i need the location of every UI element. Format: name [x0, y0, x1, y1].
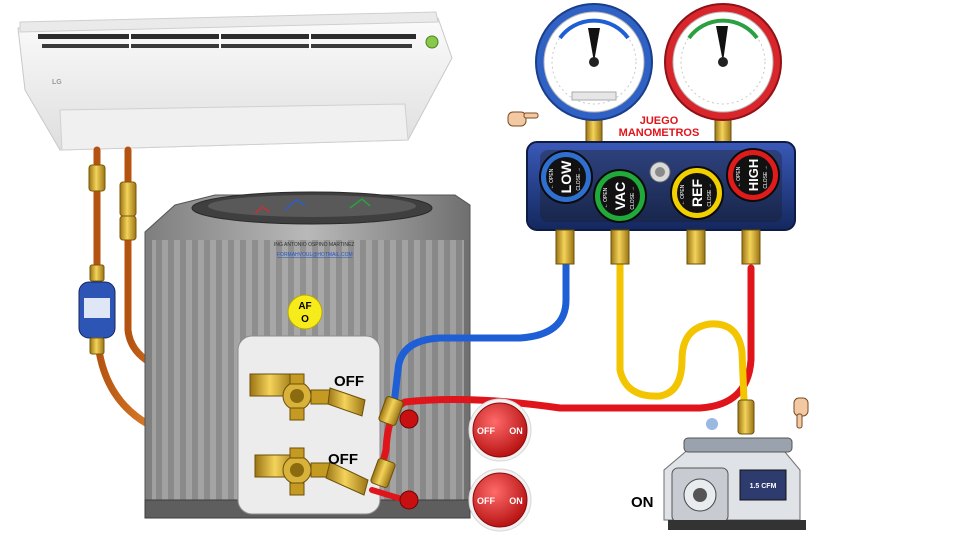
service-valve-top[interactable] — [249, 373, 366, 421]
hose-yellow — [616, 258, 748, 404]
vacuum-pump: 1.5 CFM — [663, 399, 806, 530]
knob-close-label: CLOSE → — [630, 186, 636, 209]
credit-name: ING ANTONIO OSPINO MARTINEZ — [274, 242, 354, 248]
af-badge — [287, 294, 323, 330]
knob-face — [733, 155, 773, 195]
indoor-vent-bottom — [42, 44, 412, 48]
knob-close-label: CLOSE → — [763, 165, 769, 188]
switch-1-on-label: ON — [509, 426, 523, 436]
indoor-brand-logo: LG — [52, 79, 62, 86]
knob-vac[interactable]: VAC← OPEN CLOSE → — [593, 169, 647, 223]
indoor-power-led-icon — [425, 35, 439, 49]
knob-ref[interactable]: REF← OPEN CLOSE → — [670, 166, 724, 220]
valve-bottom-stem-icon — [290, 463, 304, 477]
knob-close-label: CLOSE → — [576, 167, 582, 190]
knob-open-label: ← OPEN — [603, 187, 609, 208]
switch-1-off-label: OFF — [477, 426, 495, 436]
knob-open-label: ← OPEN — [680, 184, 686, 205]
knob-open-label: ← OPEN — [549, 168, 555, 189]
pump-state-label: ON — [631, 494, 654, 511]
switch-2-on-label: ON — [509, 496, 523, 506]
hose-blue — [390, 261, 570, 408]
knob-close-label: CLOSE → — [707, 183, 713, 206]
valve-top-state: OFF — [334, 373, 364, 390]
knob-face — [677, 173, 717, 213]
indoor-unit: LG — [17, 11, 453, 151]
high-pressure-gauge — [664, 3, 782, 145]
knob-face — [546, 157, 586, 197]
knob-high[interactable]: HIGH ← OPEN CLOSE → — [726, 148, 780, 202]
manifold-title-line1: JUEGO — [640, 115, 679, 127]
knob-label: REF — [689, 179, 705, 207]
low-pressure-gauge — [535, 3, 653, 145]
valve-top-stem-icon — [290, 389, 304, 403]
manifold-title-line2: MANOMETROS — [619, 127, 700, 139]
pointing-hand-pump-icon — [793, 397, 809, 429]
af-badge-line2: O — [301, 314, 309, 325]
switch-2-off-label: OFF — [477, 496, 495, 506]
high-gauge-needle-icon — [716, 26, 728, 62]
valve-bottom-state: OFF — [328, 451, 358, 468]
indoor-vent-top — [38, 34, 416, 39]
knob-face — [600, 176, 640, 216]
low-gauge-needle-icon — [588, 28, 600, 62]
knob-label: HIGH — [746, 159, 761, 192]
knob-label: VAC — [612, 182, 628, 211]
switch-1[interactable]: OFF ON — [468, 398, 532, 462]
service-valve-bottom[interactable] — [254, 447, 369, 496]
pointing-hand-icon — [507, 111, 539, 127]
knob-open-label: ← OPEN — [736, 166, 742, 187]
pump-exhaust-icon — [706, 418, 718, 430]
af-badge-line1: AF — [298, 301, 311, 312]
switch-2[interactable]: OFF ON — [468, 468, 532, 532]
knob-label: LOW — [558, 160, 574, 193]
pump-model-label: 1.5 CFM — [750, 483, 777, 490]
knob-low[interactable]: LOW← OPEN CLOSE → — [539, 150, 593, 204]
credit-email: FORMAHVOUL@HOTMAIL.COM — [277, 252, 353, 258]
